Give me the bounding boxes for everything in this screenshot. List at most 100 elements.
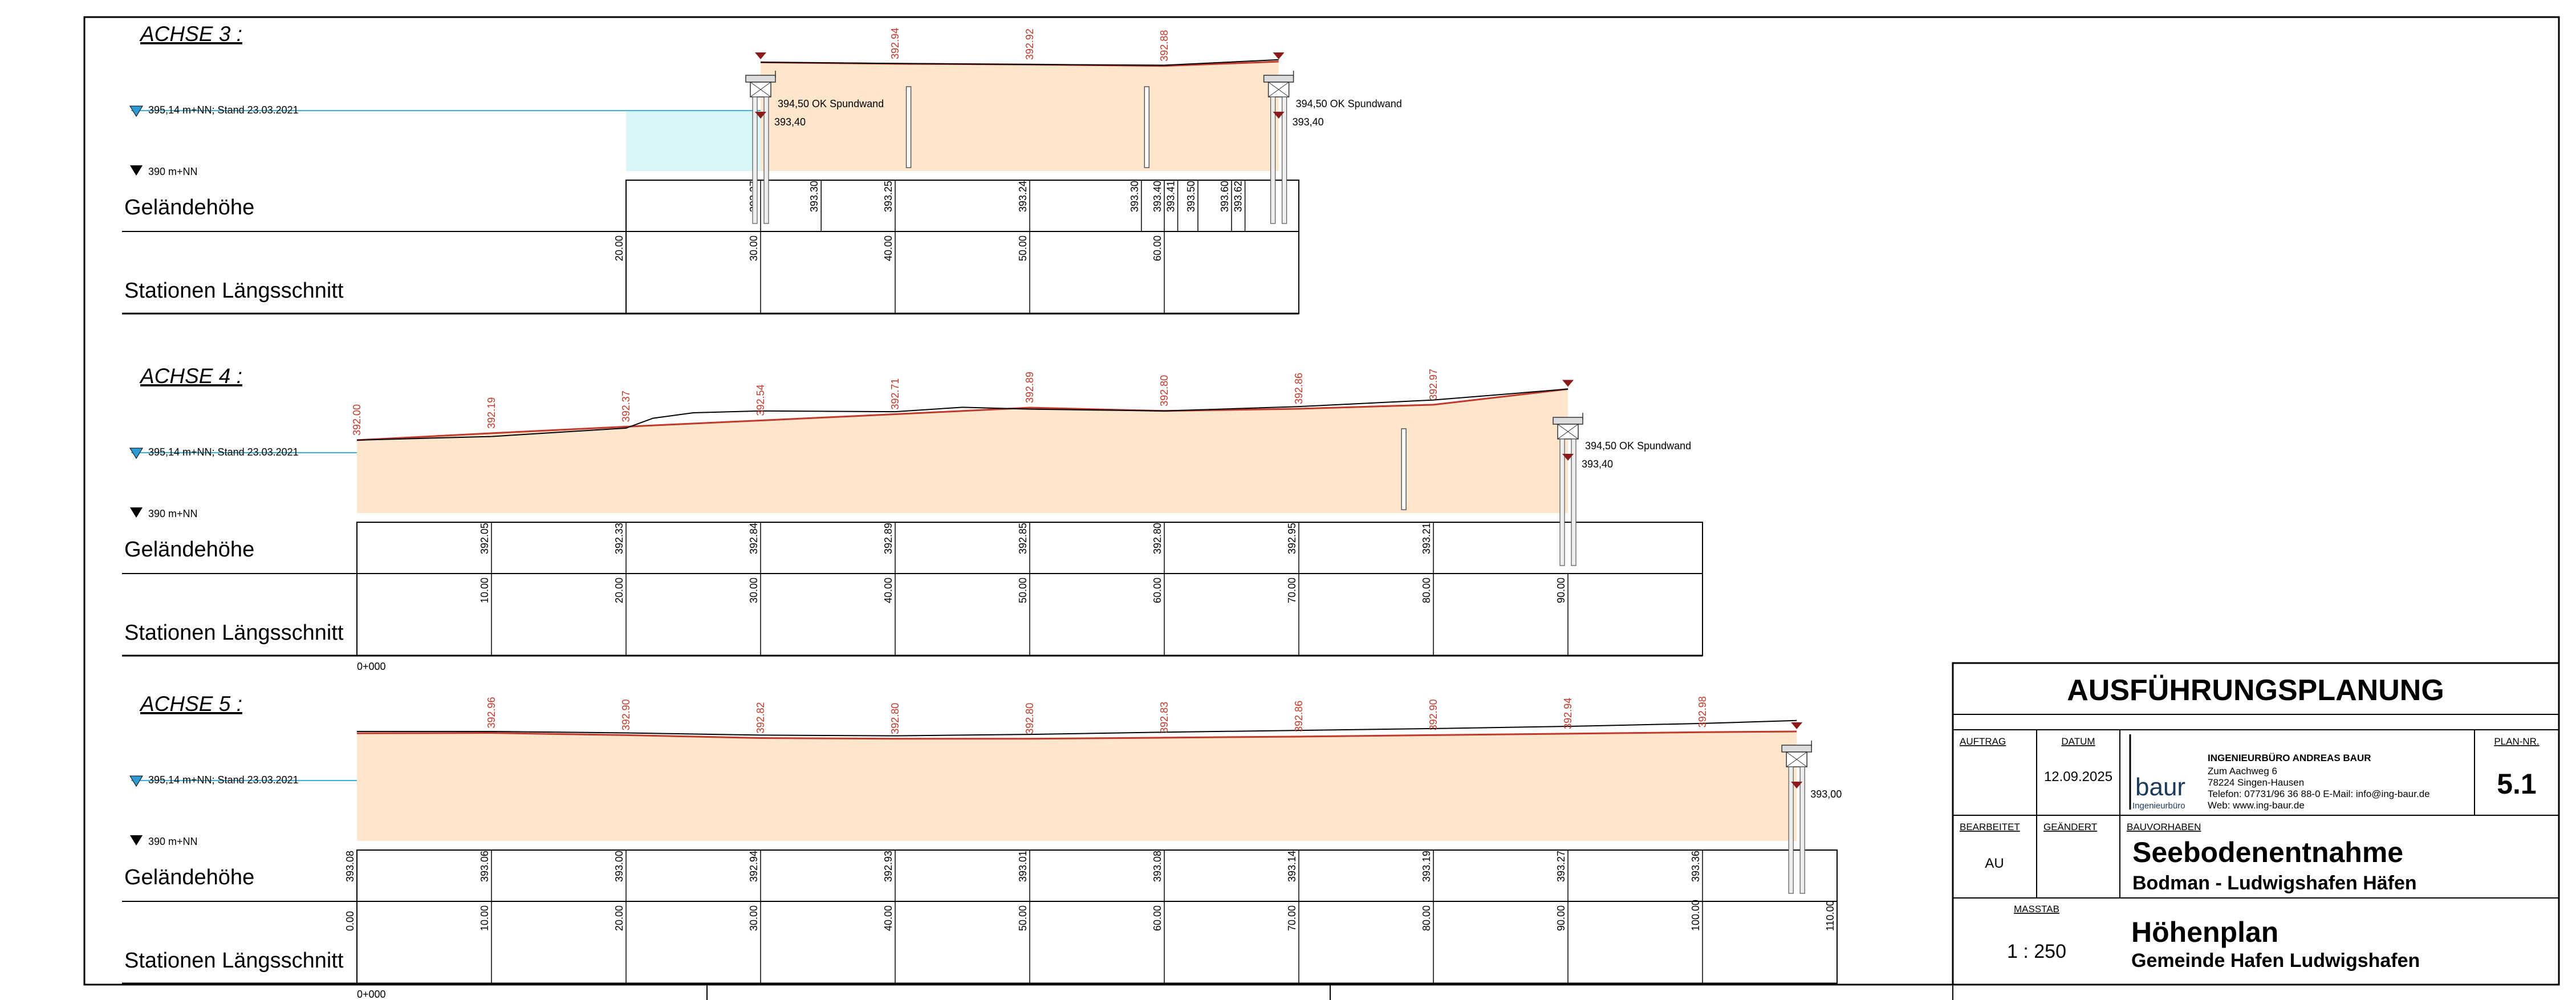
design-height-label: 392.80	[889, 703, 901, 734]
mooring-post	[1401, 428, 1407, 510]
sheet-frame	[83, 16, 2560, 986]
station-label: 100.00	[1690, 900, 1701, 931]
design-height-label: 392.37	[620, 391, 632, 422]
bauvorhaben-label: BAUVORHABEN	[2127, 822, 2201, 832]
design-height-label: 392.90	[1428, 699, 1439, 730]
station-label: 10.00	[479, 905, 490, 931]
base-level-marker	[130, 507, 143, 518]
baur-logo-sub: Ingenieurbüro	[2132, 801, 2185, 811]
design-height-label: 392.92	[1024, 29, 1035, 60]
water-level-label: 395,14 m+NN; Stand 23.03.2021	[148, 446, 299, 458]
excavation-area	[357, 389, 1568, 513]
terrain-height-label: 393.14	[1286, 851, 1298, 882]
design-height-label: 392.80	[1024, 703, 1035, 734]
station-label: 110.00	[1825, 900, 1836, 931]
wall-pile	[1559, 438, 1565, 566]
station-label: 60.00	[1152, 578, 1163, 603]
terrain-height-label: 393.24	[1017, 181, 1029, 212]
datum-label: DATUM	[2061, 736, 2095, 747]
design-height-label: 392.89	[1024, 372, 1035, 403]
geaendert-label: GEÄNDERT	[2043, 822, 2097, 832]
section-title: ACHSE 4 :	[139, 364, 242, 388]
wall-label: 393,40	[1293, 116, 1324, 128]
station-label: 80.00	[1421, 578, 1432, 603]
sheet-pile-wall: 393,00	[1781, 722, 1842, 894]
section-achse-5: ACHSE 5 :395,14 m+NN; Stand 23.03.202139…	[122, 692, 1842, 1000]
wall-label: 393,00	[1810, 788, 1842, 800]
terrain-height-label: 392.84	[748, 523, 759, 554]
plan-heading: AUSFÜHRUNGSPLANUNG	[2067, 674, 2444, 707]
terrain-height-label: 393.40	[1152, 181, 1163, 212]
title-block: AUSFÜHRUNGSPLANUNG AUFTRAG DATUM 12.09.2…	[1952, 662, 2560, 986]
station-label: 30.00	[748, 905, 759, 931]
section-title: ACHSE 3 :	[139, 22, 242, 46]
terrain-height-label: 392.05	[479, 523, 490, 554]
wall-cross	[1268, 82, 1289, 97]
terrain-line	[357, 719, 1797, 737]
water-level-marker	[129, 775, 143, 787]
wall-label: 394,50 OK Spundwand	[778, 98, 884, 109]
profile-sections: ACHSE 3 : 395,14 m+NN; Stand 23.03.2021 39…	[122, 22, 1842, 1000]
wall-cap	[1263, 75, 1294, 83]
design-height-label: 392.82	[755, 702, 766, 733]
station-label: 20.00	[613, 235, 625, 261]
terrain-height-label: 392.80	[1152, 523, 1163, 554]
office-city: 78224 Singen-Hausen	[2208, 777, 2304, 788]
wall-label: 394,50 OK Spundwand	[1585, 440, 1691, 452]
massstab-label: MASSTAB	[2014, 904, 2059, 914]
terrain-height-label: 393.62	[1233, 181, 1244, 212]
water-level-label: 395,14 m+NN; Stand 23.03.2021	[148, 774, 299, 786]
baur-logo: baur	[2135, 773, 2185, 801]
office-web: Web: www.ing-baur.de	[2208, 800, 2305, 811]
design-height-label: 392.88	[1159, 30, 1170, 62]
wall-pile	[1788, 766, 1794, 894]
wall-cap	[1781, 745, 1812, 753]
wall-level-marker	[755, 112, 766, 119]
base-level-label: 390 m+NN	[148, 836, 198, 847]
design-height-label: 392.94	[889, 28, 901, 59]
wall-pile	[763, 96, 769, 224]
datum-value: 12.09.2025	[2044, 769, 2112, 784]
terrain-height-label: 392.94	[748, 851, 759, 882]
plan-nr-value: 5.1	[2497, 768, 2537, 800]
terrain-height-label: 393.30	[1129, 181, 1140, 212]
mooring-post	[905, 86, 912, 168]
table-frame	[356, 849, 1838, 984]
terrain-height-label: 393.50	[1185, 181, 1197, 212]
base-level-marker	[130, 835, 143, 845]
wall-label: 394,50 OK Spundwand	[1296, 98, 1402, 109]
office-contact: Telefon: 07731/96 36 88-0 E-Mail: info@i…	[2208, 788, 2430, 799]
wall-level-marker	[1791, 782, 1803, 788]
base-level-marker	[130, 165, 143, 176]
terrain-height-label: 393.21	[1421, 523, 1432, 554]
wall-level-marker	[1562, 454, 1574, 461]
terrain-height-label: 392.89	[883, 523, 894, 554]
office-name: INGENIEURBÜRO ANDREAS BAUR	[2208, 753, 2371, 763]
terrain-height-label: 393.08	[1152, 851, 1163, 882]
sheet-pile-wall: 394,50 OK Spundwand 393,40	[1263, 52, 1402, 224]
terrain-height-label: 392.95	[1286, 523, 1298, 554]
origin-label: 0+000	[357, 989, 386, 1000]
terrain-line	[760, 59, 1279, 66]
excavation-area	[357, 731, 1797, 841]
station-label: 80.00	[1421, 905, 1432, 931]
terrain-height-label: 393.36	[1690, 851, 1701, 882]
water-level-marker	[129, 105, 143, 117]
terrain-height-label: 393.19	[1421, 851, 1432, 882]
design-end-marker	[755, 52, 766, 59]
wall-pile	[1571, 438, 1577, 566]
row-label-stations: Stationen Längsschnitt	[124, 279, 344, 303]
station-label: 30.00	[748, 235, 759, 261]
project-title: Seebodenentnahme	[2132, 836, 2403, 868]
station-label: 90.00	[1555, 905, 1567, 931]
station-label: 0.00	[344, 911, 356, 931]
terrain-height-label: 393.41	[1165, 181, 1177, 212]
station-label: 40.00	[883, 578, 894, 603]
project-sub: Bodman - Ludwigshafen Häfen	[2132, 872, 2417, 894]
wall-pile	[1799, 766, 1805, 894]
row-label-terrain: Geländehöhe	[124, 196, 254, 219]
section-achse-3: ACHSE 3 :395,14 m+NN; Stand 23.03.202139…	[122, 22, 1402, 315]
base-level-label: 390 m+NN	[148, 166, 198, 177]
